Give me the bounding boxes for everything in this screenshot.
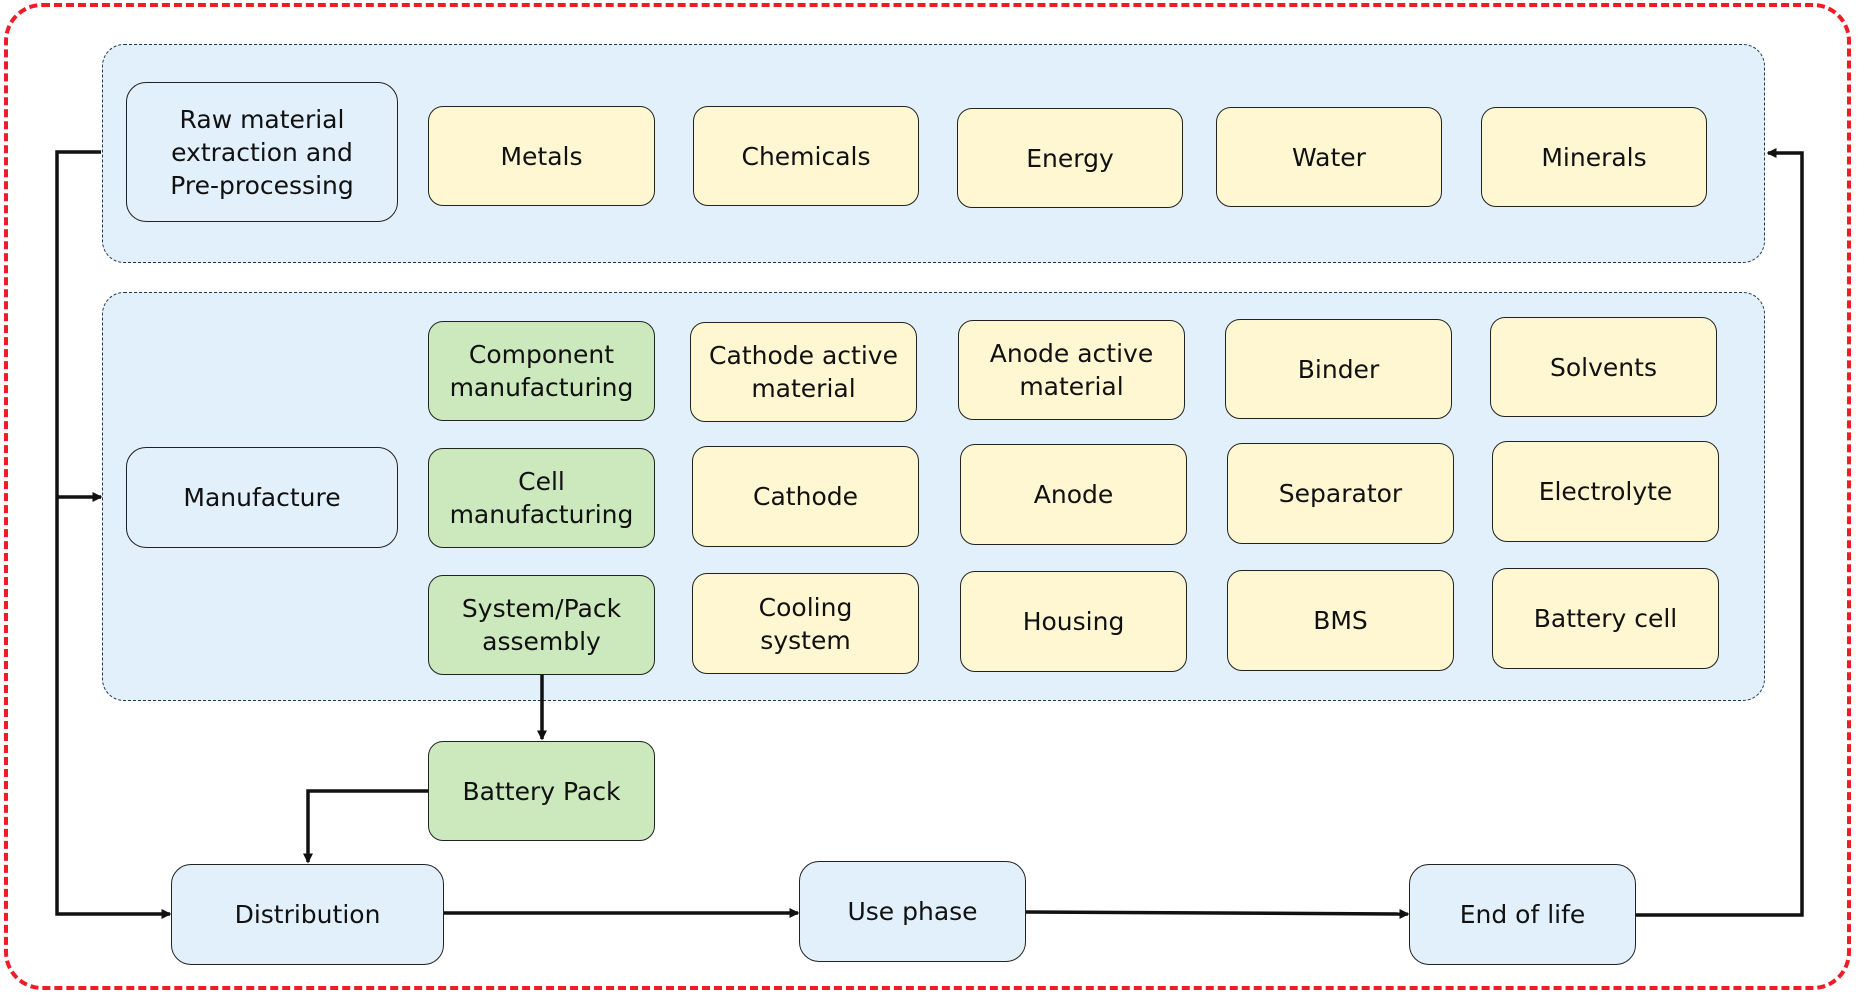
material-anode-active: Anode active material — [958, 320, 1185, 420]
raw-material-stage: Raw material extraction and Pre-processi… — [126, 82, 398, 222]
eol-to-raw-loop-arrow — [1636, 148, 1804, 917]
end-of-life-stage: End of life — [1409, 864, 1636, 965]
component-manufacturing-step: Component manufacturing — [428, 321, 655, 421]
input-chemicals: Chemicals — [693, 106, 919, 206]
part-cooling-system: Cooling system — [692, 573, 919, 674]
part-cathode: Cathode — [692, 446, 919, 547]
input-metals: Metals — [428, 106, 655, 206]
part-anode: Anode — [960, 444, 1187, 545]
material-cathode-active: Cathode active material — [690, 322, 917, 422]
system-pack-assembly-step: System/Pack assembly — [428, 575, 655, 675]
cell-manufacturing-step: Cell manufacturing — [428, 448, 655, 548]
part-battery-cell: Battery cell — [1492, 568, 1719, 669]
material-solvents: Solvents — [1490, 317, 1717, 417]
manufacture-stage: Manufacture — [126, 447, 398, 548]
material-binder: Binder — [1225, 319, 1452, 419]
input-water: Water — [1216, 107, 1442, 207]
battery-pack-step: Battery Pack — [428, 741, 655, 841]
use-to-eol-arrow — [1025, 908, 1410, 919]
input-minerals: Minerals — [1481, 107, 1707, 207]
outer-frame — [4, 3, 1851, 990]
part-separator: Separator — [1227, 443, 1454, 544]
part-housing: Housing — [960, 571, 1187, 672]
part-bms: BMS — [1227, 570, 1454, 671]
input-energy: Energy — [957, 108, 1183, 208]
use-phase-stage: Use phase — [799, 861, 1026, 962]
pack-to-distribution-arrow — [303, 789, 428, 864]
raw-to-distribution-line — [55, 150, 172, 919]
distribution-stage: Distribution — [171, 864, 444, 965]
part-electrolyte: Electrolyte — [1492, 441, 1719, 542]
